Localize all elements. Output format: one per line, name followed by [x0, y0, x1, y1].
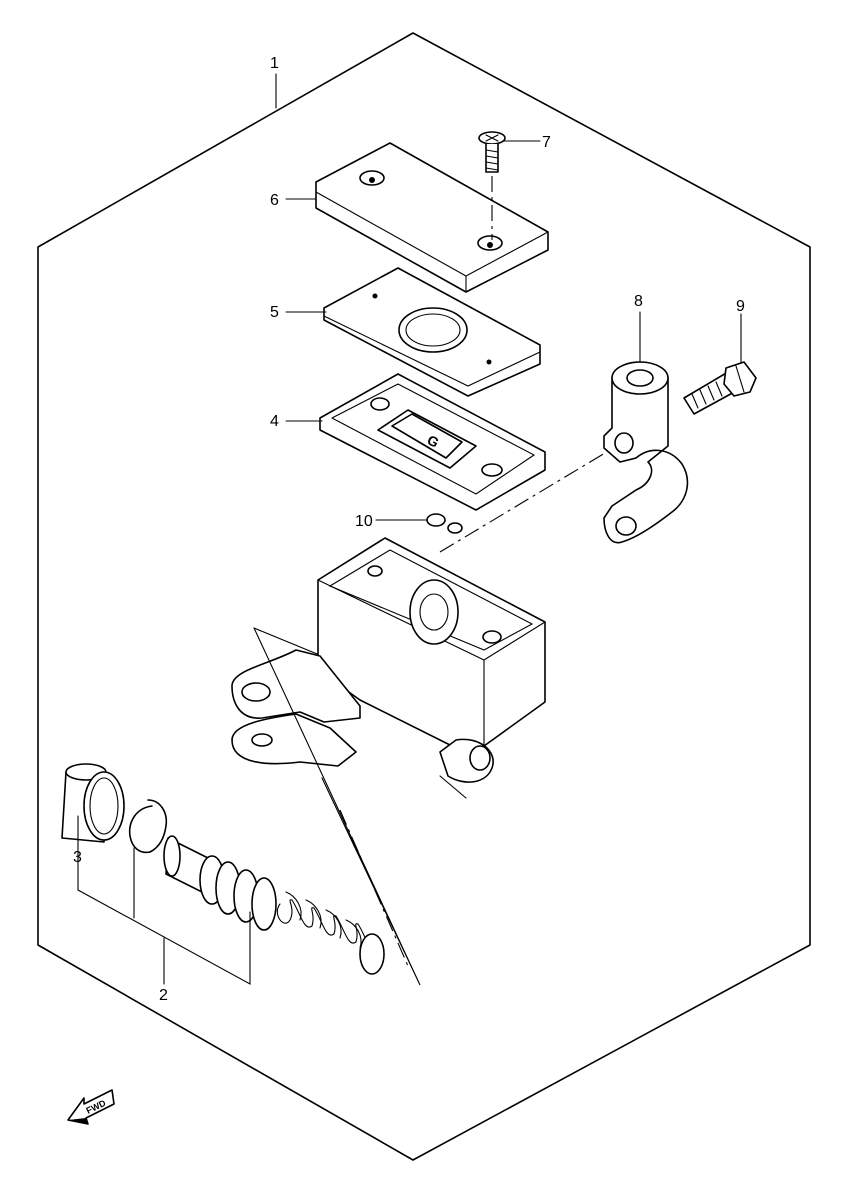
callout-1: 1 — [270, 55, 279, 72]
callout-6: 6 — [270, 192, 279, 209]
clip — [426, 513, 463, 534]
reservoir-cap — [315, 142, 549, 293]
callout-7: 7 — [542, 134, 551, 151]
diaphragm-plate — [323, 267, 541, 397]
fwd-arrow-icon: FWD — [67, 1089, 115, 1125]
piston-set — [163, 835, 385, 975]
callout-3: 3 — [73, 849, 82, 866]
holder-bolt — [683, 361, 757, 415]
cap-screw — [478, 131, 506, 173]
circlip — [128, 799, 168, 854]
dust-boot — [61, 763, 125, 843]
callout-2: 2 — [159, 987, 168, 1004]
callout-5: 5 — [270, 304, 279, 321]
callout-4: 4 — [270, 413, 279, 430]
master-cylinder-body — [231, 537, 546, 799]
holder-bracket — [603, 361, 689, 544]
callout-8: 8 — [634, 293, 643, 310]
diaphragm: G — [319, 373, 546, 511]
assembly-boundary — [37, 32, 811, 1161]
callout-10: 10 — [355, 513, 373, 530]
callout-9: 9 — [736, 298, 745, 315]
